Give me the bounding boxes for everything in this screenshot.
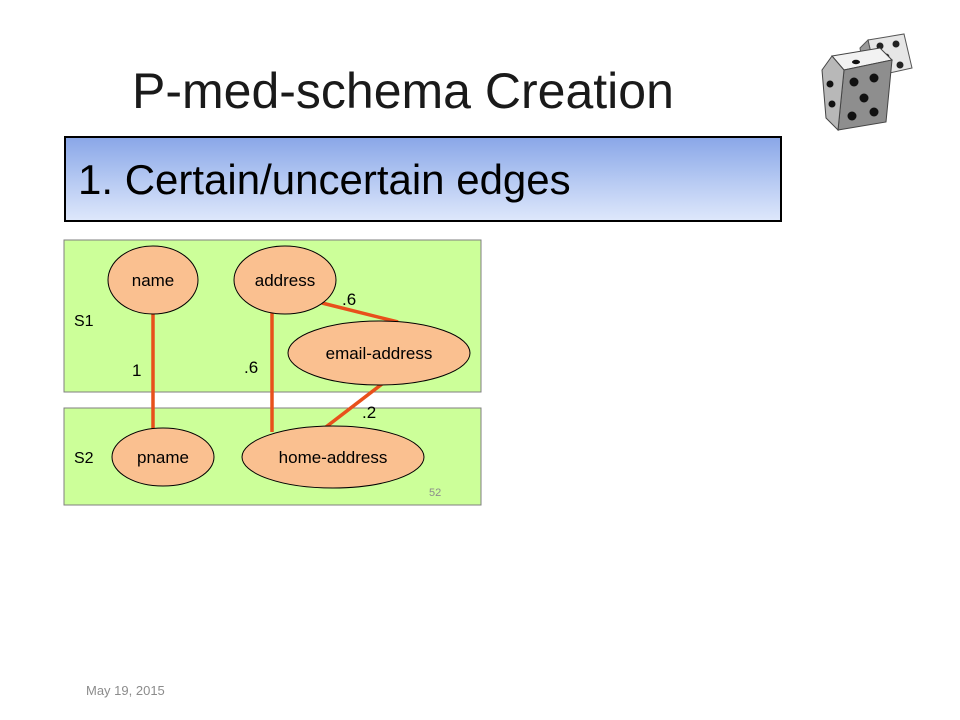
schema-label-s2: S2 xyxy=(74,450,94,467)
slide-title: P-med-schema Creation xyxy=(132,63,674,119)
schema-label-s1: S1 xyxy=(74,313,94,330)
node-email-address xyxy=(287,320,471,386)
section-heading: 1. Certain/uncertain edges xyxy=(78,156,571,203)
node-address xyxy=(233,245,337,315)
edge-weight-name-pname: 1 xyxy=(132,361,141,380)
page-number: 52 xyxy=(429,487,441,499)
node-home-address xyxy=(241,425,425,489)
edge-weight-address-email-address: .6 xyxy=(342,290,356,309)
node-label-email-address: email-address xyxy=(326,344,433,363)
edge-address-email-address xyxy=(321,301,399,324)
edge-email-address-home-address xyxy=(320,382,384,432)
node-pname xyxy=(111,427,215,487)
edge-weight-email-address-home-address: .2 xyxy=(362,403,376,422)
node-label-pname: pname xyxy=(137,448,189,467)
node-label-address: address xyxy=(255,271,315,290)
footer-date: May 19, 2015 xyxy=(86,683,165,698)
node-label-home-address: home-address xyxy=(279,448,388,467)
node-name xyxy=(107,245,199,315)
node-label-name: name xyxy=(132,271,175,290)
edge-weight-address-home-address: .6 xyxy=(244,358,258,377)
section-banner: 1. Certain/uncertain edges xyxy=(64,136,782,222)
